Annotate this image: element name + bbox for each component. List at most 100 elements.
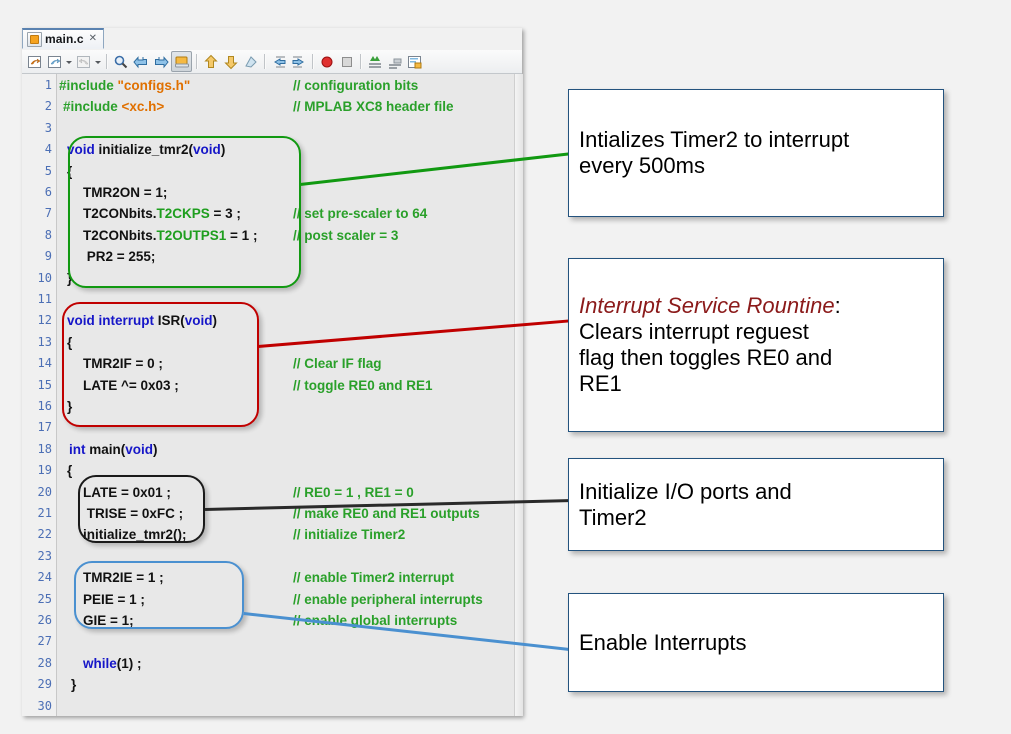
callout-isr-title: Interrupt Service Rountine: [579, 293, 835, 319]
line-number-16: 16: [37, 399, 52, 413]
toggle-highlight-icon[interactable]: [171, 51, 192, 72]
callout-timer2-line1: Intializes Timer2 to interrupt: [579, 127, 850, 153]
line-number-28: 28: [37, 655, 52, 670]
code-line-9: PR2 = 255;: [83, 249, 156, 265]
line-number-14: 14: [37, 356, 52, 371]
code-line-16: }: [67, 399, 73, 414]
editor-tab-strip: main.c ✕: [22, 28, 522, 51]
code-comment-25: // enable peripheral interrupts: [293, 591, 483, 607]
code-line-19: {: [67, 463, 73, 479]
code-comment-7: // set pre-scaler to 64: [293, 206, 428, 222]
code-comment-24: // enable Timer2 interrupt: [293, 570, 455, 586]
line-number-7: 7: [44, 206, 52, 221]
c-file-icon: [27, 31, 42, 47]
toolbar-separator-4: [312, 54, 314, 69]
code-line-18: int main(void): [69, 441, 158, 457]
forward-navigation-icon[interactable]: [74, 52, 93, 71]
code-comment-8: // post scaler = 3: [293, 227, 399, 243]
line-number-20: 20: [37, 484, 52, 499]
format-icon[interactable]: [405, 52, 424, 71]
comment-lines-icon[interactable]: [365, 52, 384, 71]
code-line-29: }: [71, 677, 77, 693]
code-comment-15: // toggle RE0 and RE1: [293, 377, 433, 393]
code-line-8: T2CONbits.T2OUTPS1 = 1 ;: [83, 227, 258, 243]
toggle-bookmark-icon[interactable]: [241, 52, 260, 71]
line-number-8: 8: [44, 227, 52, 242]
code-line-1: #include "configs.h": [59, 78, 191, 93]
line-number-22: 22: [37, 527, 52, 542]
code-line-22: initialize_tmr2();: [83, 527, 187, 543]
line-number-13: 13: [37, 334, 52, 349]
callout-isr: Interrupt Service Rountine: Clears inter…: [568, 258, 944, 432]
code-line-24: TMR2IE = 1 ;: [83, 570, 164, 586]
code-text-area[interactable]: #include "configs.h" // configuration bit…: [57, 74, 514, 716]
line-number-19: 19: [37, 463, 52, 478]
code-line-26: GIE = 1;: [83, 613, 134, 628]
line-number-23: 23: [37, 548, 52, 563]
callout-timer2: Intializes Timer2 to interrupt every 500…: [568, 89, 944, 217]
code-editor-window: main.c ✕: [22, 28, 523, 716]
vertical-scrollbar[interactable]: [514, 74, 523, 716]
toggle-breakpoint-icon[interactable]: [317, 52, 336, 71]
line-number-17: 17: [37, 420, 52, 435]
callout-io-line2: Timer2: [579, 504, 647, 530]
toolbar-separator-1: [106, 54, 108, 69]
code-line-7: T2CONbits.T2CKPS = 3 ;: [83, 206, 241, 222]
line-number-30: 30: [37, 698, 52, 713]
toolbar-separator-2: [196, 54, 198, 69]
line-number-10: 10: [37, 270, 52, 285]
code-line-25: PEIE = 1 ;: [83, 591, 145, 607]
shift-left-icon[interactable]: [269, 52, 288, 71]
callout-io: Initialize I/O ports and Timer2: [568, 458, 944, 551]
chevron-down-icon[interactable]: [65, 55, 72, 69]
toolbar-separator-5: [360, 54, 362, 69]
callout-isr-line2: flag then toggles RE0 and: [579, 345, 833, 370]
shift-right-icon[interactable]: [289, 52, 308, 71]
code-line-14: TMR2IF = 0 ;: [83, 356, 163, 372]
line-number-11: 11: [37, 292, 52, 306]
uncomment-lines-icon[interactable]: [385, 52, 404, 71]
code-line-12: void interrupt ISR(void): [67, 313, 218, 329]
line-number-25: 25: [37, 591, 52, 606]
line-number-3: 3: [44, 120, 52, 135]
line-number-12: 12: [37, 313, 52, 328]
back-navigation-icon[interactable]: [45, 52, 64, 71]
callout-isr-line1: Clears interrupt reguest: [579, 319, 809, 345]
callout-interrupts: Enable Interrupts: [568, 593, 944, 692]
callout-io-line1: Initialize I/O ports and: [579, 478, 792, 504]
tab-main-c[interactable]: main.c ✕: [22, 28, 104, 49]
line-number-24: 24: [37, 570, 52, 585]
code-line-2: #include <xc.h>: [63, 99, 165, 115]
line-number-5: 5: [44, 163, 52, 178]
find-next-icon[interactable]: [151, 52, 170, 71]
last-edit-position-icon[interactable]: [25, 52, 44, 71]
code-comment-14: // Clear IF flag: [293, 356, 382, 372]
line-number-1: 1: [44, 78, 52, 92]
line-number-15: 15: [37, 377, 52, 392]
code-comment-21: // make RE0 and RE1 outputs: [293, 506, 480, 521]
line-number-6: 6: [44, 185, 52, 199]
code-line-10: }: [67, 270, 73, 286]
line-number-9: 9: [44, 249, 52, 264]
code-line-21: TRISE = 0xFC ;: [83, 506, 184, 521]
next-bookmark-icon[interactable]: [221, 52, 240, 71]
code-comment-1: // configuration bits: [293, 78, 419, 93]
stop-icon[interactable]: [337, 52, 356, 71]
previous-bookmark-icon[interactable]: [201, 52, 220, 71]
toolbar-separator-3: [264, 54, 266, 69]
close-icon[interactable]: ✕: [88, 33, 98, 44]
callout-isr-line3: RE1: [579, 370, 622, 396]
chevron-down-icon-2[interactable]: [94, 55, 101, 69]
line-number-26: 26: [37, 613, 52, 627]
line-number-18: 18: [37, 441, 52, 456]
find-previous-icon[interactable]: [131, 52, 150, 71]
code-line-15: LATE ^= 0x03 ;: [83, 377, 179, 393]
editor-toolbar: [22, 50, 522, 74]
tab-label: main.c: [45, 32, 84, 46]
code-line-4: void initialize_tmr2(void): [67, 142, 226, 158]
code-comment-2: // MPLAB XC8 header file: [293, 99, 454, 115]
find-selection-icon[interactable]: [111, 52, 130, 71]
callout-isr-colon: :: [834, 293, 841, 319]
code-line-6: TMR2ON = 1;: [83, 185, 168, 200]
